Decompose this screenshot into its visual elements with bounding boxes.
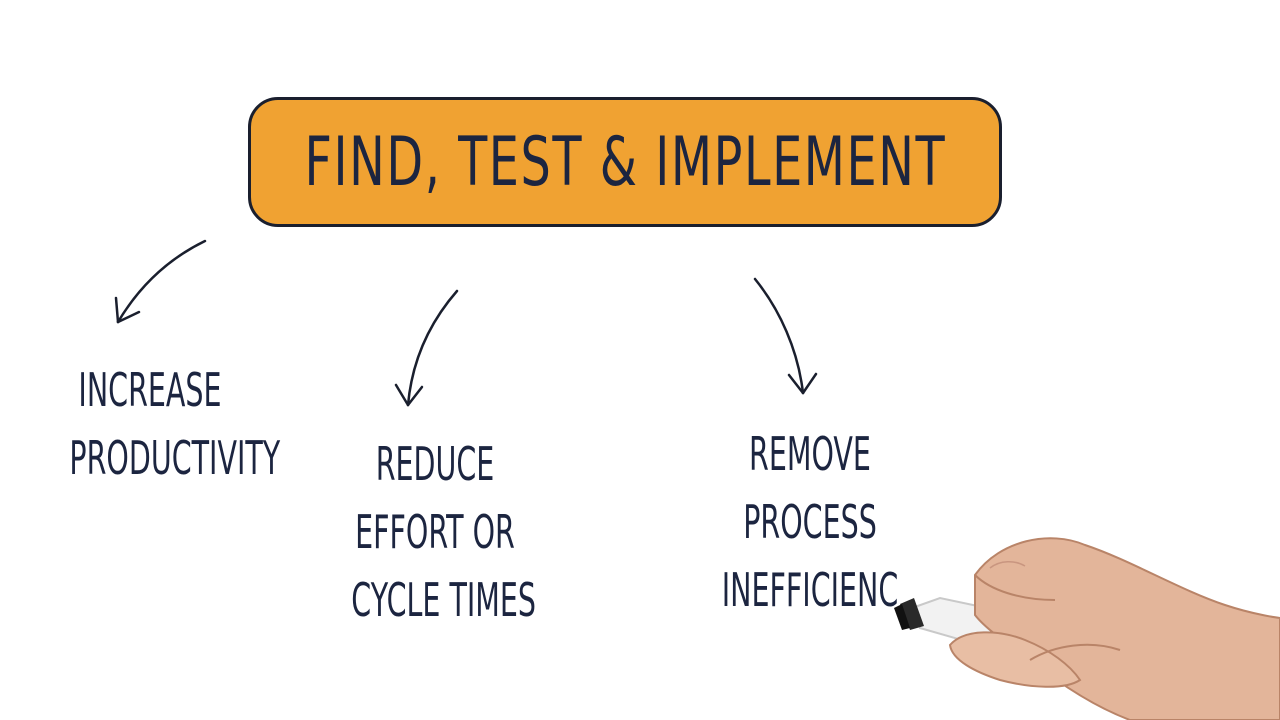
arrow-icon — [394, 289, 459, 407]
branch-line: REMOVE — [749, 427, 871, 481]
branch-remove-inefficiency: REMOVE PROCESS INEFFICIENC — [660, 420, 960, 624]
arrow-icon — [753, 277, 818, 395]
branch-line: INEFFICIENC — [721, 563, 899, 617]
branch-line: EFFORT OR — [355, 505, 515, 559]
hand-with-marker-icon — [894, 537, 1280, 720]
branch-line: INCREASE — [78, 363, 222, 417]
branch-line: PRODUCTIVITY — [69, 431, 281, 485]
branch-line: CYCLE TIMES — [351, 573, 537, 627]
branch-line: PROCESS — [743, 495, 877, 549]
branch-line: REDUCE — [375, 437, 495, 491]
branch-reduce-effort: REDUCE EFFORT OR CYCLE TIMES — [300, 430, 570, 634]
arrow-icon — [114, 239, 207, 324]
branch-increase-productivity: INCREASE PRODUCTIVITY — [20, 356, 280, 492]
diagram-title: FIND, TEST & IMPLEMENT — [304, 122, 946, 202]
title-box: FIND, TEST & IMPLEMENT — [248, 97, 1002, 227]
